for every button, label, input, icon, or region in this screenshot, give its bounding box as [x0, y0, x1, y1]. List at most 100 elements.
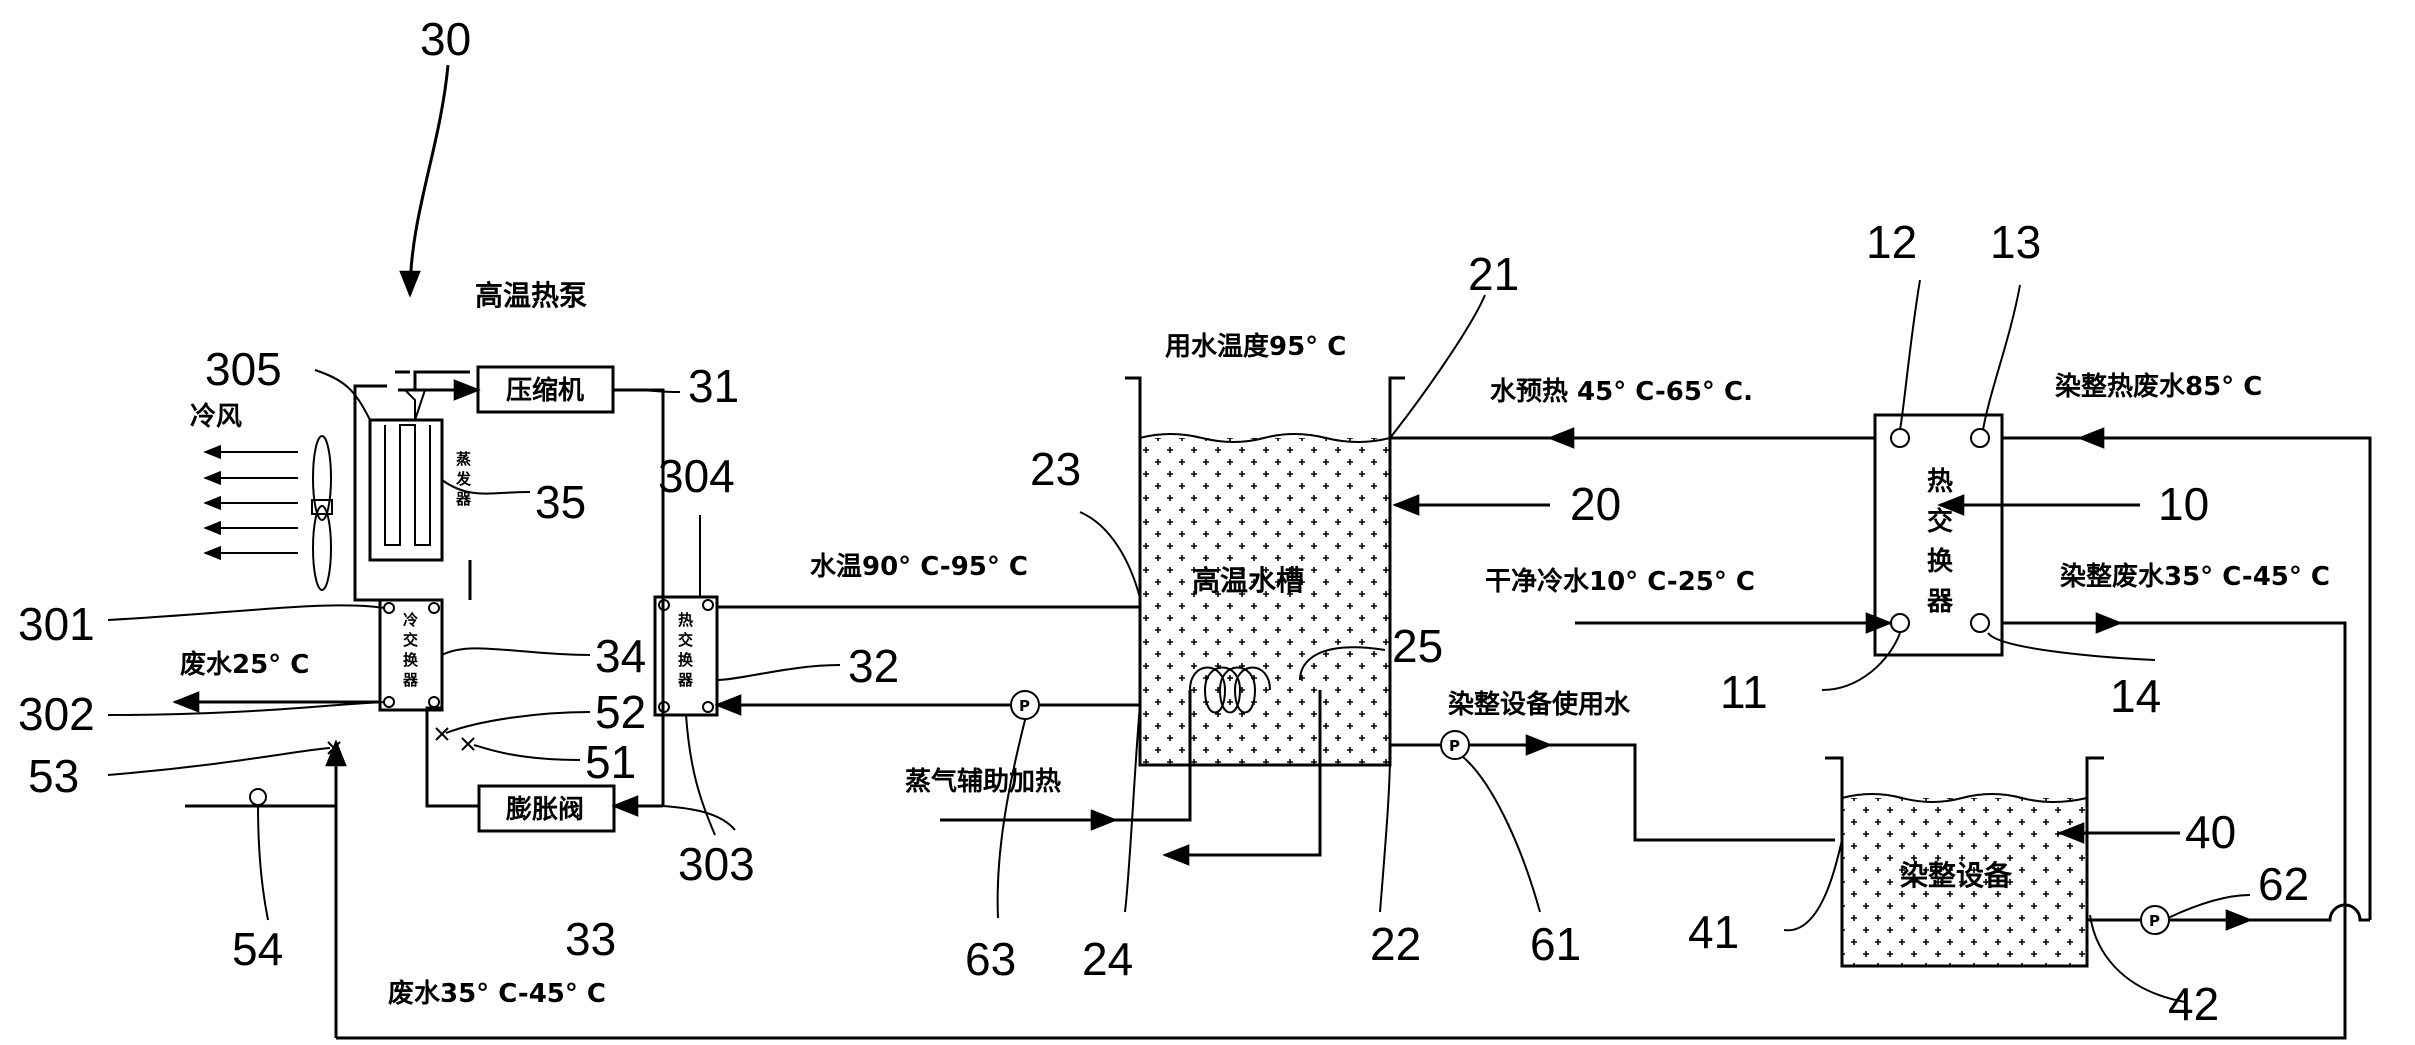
- hot-water-tank: 高温水槽 用水温度95° C 蒸气辅助加热: [905, 331, 1405, 866]
- dyeing-equipment: 染整设备: [1825, 756, 2104, 968]
- ref-54: 54: [232, 923, 283, 975]
- svg-text:冷: 冷: [403, 611, 418, 629]
- ref-10: 10: [2158, 478, 2209, 530]
- svg-text:P: P: [1019, 697, 1030, 715]
- svg-text:P: P: [2149, 912, 2160, 930]
- port-304: [658, 599, 670, 611]
- ref-14: 14: [2110, 670, 2161, 722]
- hot-tank-label: 高温水槽: [1192, 564, 1304, 597]
- fan-icon: [311, 435, 333, 591]
- ref-21: 21: [1468, 248, 1519, 300]
- evaporator-valve-icon: [402, 389, 427, 421]
- leader-lines: [107, 279, 2251, 1003]
- tank-wall: [1125, 376, 1405, 767]
- evaporator-coil: [368, 418, 444, 562]
- evaporator-coil-pattern: [384, 424, 431, 546]
- ref-22: 22: [1370, 918, 1421, 970]
- port-301: [383, 602, 395, 614]
- ref-32: 32: [848, 640, 899, 692]
- ref-62: 62: [2258, 858, 2309, 910]
- ref-305: 305: [205, 343, 282, 395]
- water-temp-label: 水温90° C-95° C: [810, 552, 1028, 582]
- ref-20: 20: [1570, 478, 1621, 530]
- svg-text:器: 器: [402, 671, 419, 689]
- steam-aux-label: 蒸气辅助加热: [905, 766, 1061, 797]
- ref-11: 11: [1720, 666, 1768, 718]
- line-to-expansion: [425, 706, 479, 808]
- evaporator-label: 蒸 发 器: [455, 450, 472, 508]
- port-11: [1890, 613, 1910, 633]
- ref-30: 30: [420, 13, 471, 65]
- valve-51-icon: [461, 737, 475, 751]
- hot-exchanger-label: 热 交 换 器: [677, 611, 694, 689]
- ref-31: 31: [688, 360, 739, 412]
- ref-34: 34: [595, 630, 646, 682]
- waste-water-35-45-label: 废水35° C-45° C: [388, 978, 606, 1009]
- dye-tank-wall: [1825, 756, 2104, 968]
- ref-23: 23: [1030, 443, 1081, 495]
- cold-air-arrows: [203, 444, 298, 561]
- steam-in-line: [940, 690, 1192, 822]
- heat-pump-title: 高温热泵: [475, 279, 587, 312]
- valve-52-icon: [435, 727, 449, 741]
- ref-304: 304: [658, 450, 735, 502]
- ref-51: 51: [585, 736, 636, 788]
- use-temp-label: 用水温度95° C: [1165, 331, 1346, 362]
- port-13: [1970, 428, 1990, 448]
- port-12: [1890, 428, 1910, 448]
- ref-52: 52: [595, 686, 646, 738]
- svg-text:发: 发: [455, 470, 472, 488]
- ref-301: 301: [18, 598, 95, 650]
- ref-42: 42: [2168, 978, 2219, 1030]
- svg-text:热: 热: [678, 611, 693, 629]
- ref-24: 24: [1082, 933, 1133, 985]
- svg-text:换: 换: [678, 651, 694, 669]
- cold-exchanger-label: 冷 交 换 器: [402, 611, 419, 689]
- port-303: [658, 701, 670, 713]
- refrigerant-line-top: [395, 370, 470, 390]
- ref-63: 63: [965, 933, 1016, 985]
- svg-text:热: 热: [1927, 467, 1953, 497]
- port-14: [1970, 613, 1990, 633]
- ref-53: 53: [28, 750, 79, 802]
- cold-air-label: 冷风: [190, 401, 242, 432]
- ref-40: 40: [2185, 806, 2236, 858]
- valve-54-icon: [249, 788, 267, 806]
- dye-waste-return-line: [336, 621, 2347, 1040]
- heat-pump-group: 高温热泵 冷风 蒸 发 器 压缩机: [172, 64, 719, 1038]
- ref-25: 25: [1392, 620, 1443, 672]
- dye-equip-water-label: 染整设备使用水: [1448, 689, 1631, 720]
- main-exchanger-box: [1873, 413, 2004, 657]
- svg-text:交: 交: [1927, 506, 1953, 537]
- ref-33: 33: [565, 913, 616, 965]
- reference-numerals: 30 305 31 35 304 301 302 53 34 52 51 32 …: [18, 13, 2309, 1030]
- ref-303: 303: [678, 838, 755, 890]
- clean-cold-label: 干净冷水10° C-25° C: [1485, 566, 1755, 597]
- svg-text:P: P: [1449, 737, 1460, 755]
- dye-outlet-line-b: [2169, 903, 2370, 922]
- dye-equipment-label: 染整设备: [1900, 859, 2013, 892]
- svg-text:交: 交: [403, 631, 418, 649]
- dye-hot-waste-label: 染整热废水85° C: [2055, 371, 2262, 402]
- dye-use-line-b: [1469, 743, 1835, 842]
- steam-out-line: [1162, 690, 1322, 866]
- svg-text:蒸: 蒸: [456, 450, 471, 468]
- svg-text:换: 换: [1927, 547, 1954, 577]
- ref-61: 61: [1530, 918, 1581, 970]
- ref-302: 302: [18, 688, 95, 740]
- preheat-label: 水预热 45° C-65° C.: [1490, 377, 1753, 407]
- svg-text:器: 器: [1926, 587, 1954, 617]
- dye-water-fill: [1842, 798, 2087, 966]
- tank-water-surface: [1139, 433, 1391, 443]
- waste-water-25-label: 废水25° C: [180, 649, 309, 680]
- main-heat-exchanger: 热 交 换 器: [1873, 413, 2004, 657]
- svg-text:交: 交: [678, 631, 693, 649]
- ref-35: 35: [535, 476, 586, 528]
- steam-coil-icon: [1189, 666, 1271, 714]
- svg-text:器: 器: [455, 490, 472, 508]
- dye-hot-waste-line: [2002, 436, 2372, 920]
- port-302: [383, 696, 395, 708]
- dye-waste-35-45-label: 染整废水35° C-45° C: [2060, 561, 2330, 592]
- tank-water-fill: [1140, 438, 1390, 765]
